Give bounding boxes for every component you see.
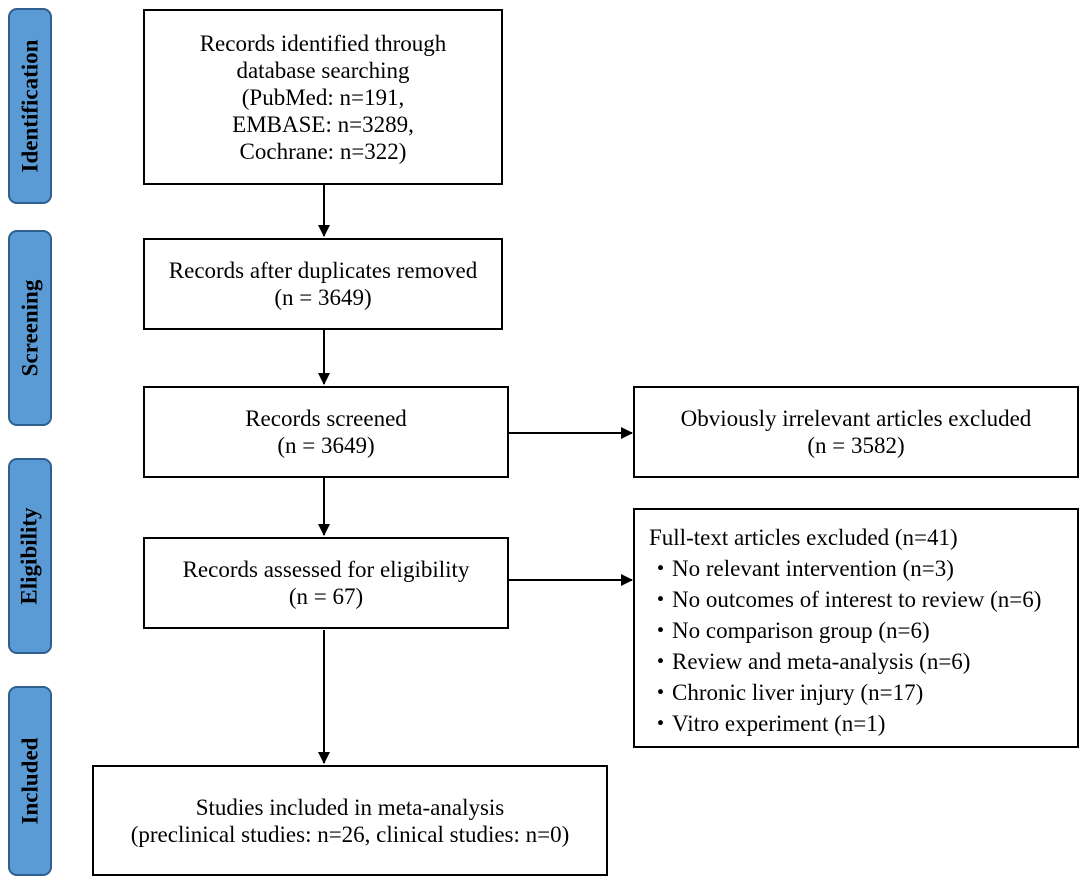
box-text: Studies included in meta-analysis <box>195 794 505 820</box>
exclusion-reason: ・Chronic liver injury (n=17) <box>649 680 924 705</box>
box-records-screened: Records screened (n = 3649) <box>143 386 509 478</box>
stage-identification: Identification <box>8 8 52 204</box>
stage-included: Included <box>8 686 52 876</box>
box-text: (n = 67) <box>288 584 364 609</box>
box-text: Records assessed for eligibility <box>182 557 470 582</box>
exclusion-title: Full-text articles excluded (n=41) <box>649 525 958 550</box>
exclusion-reason: ・Review and meta-analysis (n=6) <box>649 649 971 674</box>
box-irrelevant-excluded: Obviously irrelevant articles excluded (… <box>633 386 1079 478</box>
box-studies-included: Studies included in meta-analysis (precl… <box>92 765 608 876</box>
box-records-identified: Records identified through database sear… <box>143 9 503 185</box>
box-fulltext-excluded: Full-text articles excluded (n=41) ・No r… <box>633 508 1079 748</box>
box-text: Records identified through <box>199 30 447 56</box>
exclusion-reason: ・No comparison group (n=6) <box>649 618 930 643</box>
stage-eligibility: Eligibility <box>8 458 52 654</box>
box-text: (PubMed: n=191, <box>241 84 405 110</box>
box-text: (n = 3582) <box>807 433 905 458</box>
box-text: Records after duplicates removed <box>168 258 478 283</box>
exclusion-reason: ・No outcomes of interest to review (n=6) <box>649 587 1042 612</box>
box-text: Obviously irrelevant articles excluded <box>680 406 1032 431</box>
box-text: Cochrane: n=322) <box>239 138 407 164</box>
exclusion-reason: ・Vitro experiment (n=1) <box>649 711 886 736</box>
box-text: EMBASE: n=3289, <box>232 111 414 137</box>
box-eligibility-assessed: Records assessed for eligibility (n = 67… <box>143 537 509 629</box>
exclusion-reason: ・No relevant intervention (n=3) <box>649 556 954 581</box>
box-text: (n = 3649) <box>277 433 375 458</box>
box-duplicates-removed: Records after duplicates removed (n = 36… <box>143 238 503 330</box>
stage-screening: Screening <box>8 230 52 426</box>
box-text: Records screened <box>245 406 407 431</box>
box-text: database searching <box>236 57 410 83</box>
box-text: (preclinical studies: n=26, clinical stu… <box>130 821 570 847</box>
box-text: (n = 3649) <box>274 285 372 310</box>
